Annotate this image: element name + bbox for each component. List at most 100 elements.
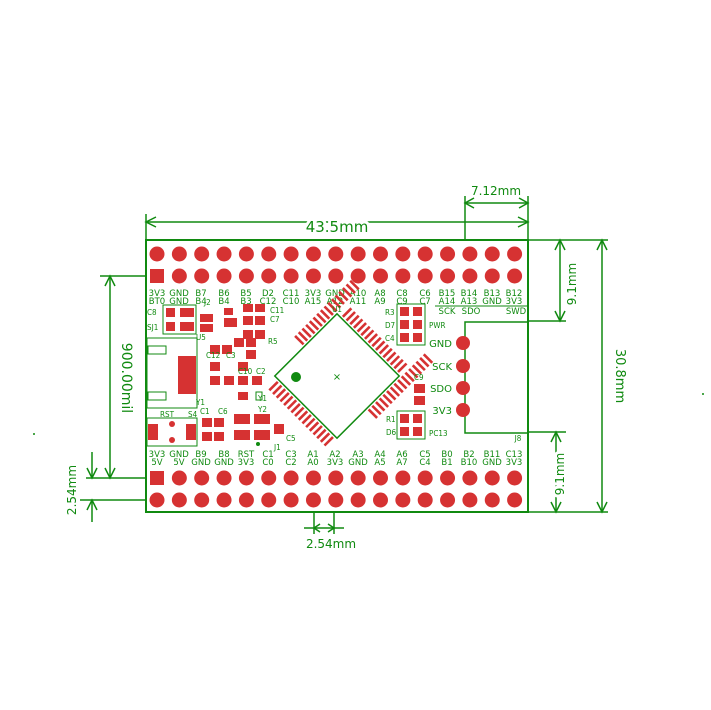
right-components: R3 D7 C4 PWR C9 R1 D6 PC13	[385, 303, 448, 440]
header-pad	[238, 246, 254, 262]
header-pad	[484, 246, 500, 262]
mcu-pin	[386, 351, 397, 362]
top-label-r2: A13	[461, 297, 478, 307]
top-label-r2: B4	[218, 297, 229, 307]
mcu-pin	[367, 408, 379, 419]
top-header-labels: 3V3 GND B7 B6 B5 D2 C11 3V3 GND A10 A8 C…	[149, 289, 523, 307]
swd-pad-gnd	[456, 336, 470, 350]
top-label-r2: A14	[439, 297, 456, 307]
mcu-pin	[275, 388, 287, 399]
header-pad	[417, 268, 433, 284]
header-pad	[261, 246, 277, 262]
top-label-r1: B5	[240, 289, 251, 299]
bottom-label-r2: 3V3	[238, 458, 255, 468]
mcu-pin	[316, 428, 327, 440]
top-label-r2: C10	[283, 297, 300, 307]
mcu-pin	[349, 314, 360, 326]
swd-header-outline	[464, 321, 529, 434]
bottom-label-r1: C1	[262, 450, 273, 460]
mcu-pin1-marker	[291, 372, 301, 382]
swd-top-label-sdo: SDO	[462, 307, 481, 317]
header-pad	[328, 246, 344, 262]
bottom-label-r2: 3V3	[327, 458, 344, 468]
label-c6: C6	[218, 407, 228, 416]
top-label-r2: B3	[240, 297, 251, 307]
top-label-r1: C8	[396, 289, 407, 299]
mcu-pin	[382, 347, 393, 359]
header-pad	[350, 492, 366, 508]
label-c3: C3	[226, 351, 236, 360]
header-pad	[373, 470, 388, 486]
header-pad	[194, 268, 210, 284]
mcu-pin	[330, 298, 342, 309]
label-r5: R5	[268, 337, 278, 346]
mcu-center-mark: ×	[333, 372, 341, 383]
dimension-top-header	[528, 238, 566, 323]
mcu-pin	[411, 364, 423, 375]
header-pad	[507, 246, 523, 262]
bottom-label-r1: C5	[419, 450, 430, 460]
header-pad	[373, 492, 388, 508]
bottom-label-r2: GND	[482, 458, 502, 468]
label-j5: Y1	[195, 398, 205, 407]
top-label-r1: C11	[283, 289, 300, 299]
dimension-bottom-pitch-label: 2.54mm	[306, 537, 356, 551]
mcu-pin	[323, 436, 334, 447]
bottom-label-r2: C2	[285, 458, 296, 468]
top-label-r1: B14	[461, 289, 478, 299]
label-pc13: PC13	[429, 429, 448, 438]
mcu-pin	[345, 283, 356, 294]
top-label-r1: B7	[195, 289, 206, 299]
bottom-label-r1: RST	[238, 450, 255, 460]
bottom-label-r2: A0	[307, 458, 318, 468]
header-pad	[305, 268, 321, 284]
header-pad	[462, 268, 478, 284]
dimension-row-spacing-label: 900.00mil	[118, 343, 134, 413]
mcu-pin	[301, 414, 312, 425]
header-pad	[395, 492, 411, 508]
stray-dot-right	[702, 393, 704, 395]
dimension-row-spacing	[86, 274, 146, 480]
swd-designator: J8	[514, 434, 522, 443]
mcu-pin	[316, 312, 327, 324]
bottom-label-r1: B0	[441, 450, 452, 460]
mcu-package: × U1	[268, 279, 434, 447]
top-label-r1: D2	[262, 289, 274, 299]
bottom-label-r1: A6	[396, 450, 407, 460]
mcu-pin	[371, 404, 382, 416]
mcu-pin	[312, 316, 323, 327]
rst-button-outline	[146, 417, 198, 447]
bottom-label-r1: A4	[374, 450, 385, 460]
mcu-pin	[393, 382, 404, 394]
mcu-pin	[352, 318, 364, 329]
header-pad	[440, 470, 456, 486]
header-pad	[507, 268, 523, 284]
dimension-bottom-header	[528, 430, 566, 514]
top-label-r2: C9	[396, 297, 407, 307]
header-pad	[484, 470, 500, 486]
header-pad	[261, 492, 277, 508]
label-y1: Y1	[257, 394, 267, 403]
bottom-label-r2: B10	[461, 458, 478, 468]
top-label-r2: A11	[350, 297, 367, 307]
top-label-r1: B12	[506, 289, 523, 299]
top-label-r2: A9	[374, 297, 385, 307]
bottom-label-r1: A3	[352, 450, 363, 460]
bottom-header-pads	[149, 470, 523, 508]
left-components: C8 SJ1 J2 U5 C11 C7 R5 Y1 C12 C3	[146, 298, 296, 452]
header-pad	[328, 492, 344, 508]
bottom-label-r2: A5	[374, 458, 385, 468]
mcu-pin	[283, 395, 294, 406]
mcu-pin	[279, 391, 290, 403]
header-pad	[283, 492, 299, 508]
header-pad	[395, 470, 411, 486]
mcu-pin	[408, 368, 419, 379]
header-pad	[484, 268, 500, 284]
mcu-pin	[341, 287, 353, 298]
mcu-pin	[341, 307, 353, 318]
top-label-r2: GND	[169, 297, 189, 307]
mcu-pin	[319, 309, 331, 320]
mcu-pin	[286, 399, 298, 410]
header-pad	[305, 246, 321, 262]
